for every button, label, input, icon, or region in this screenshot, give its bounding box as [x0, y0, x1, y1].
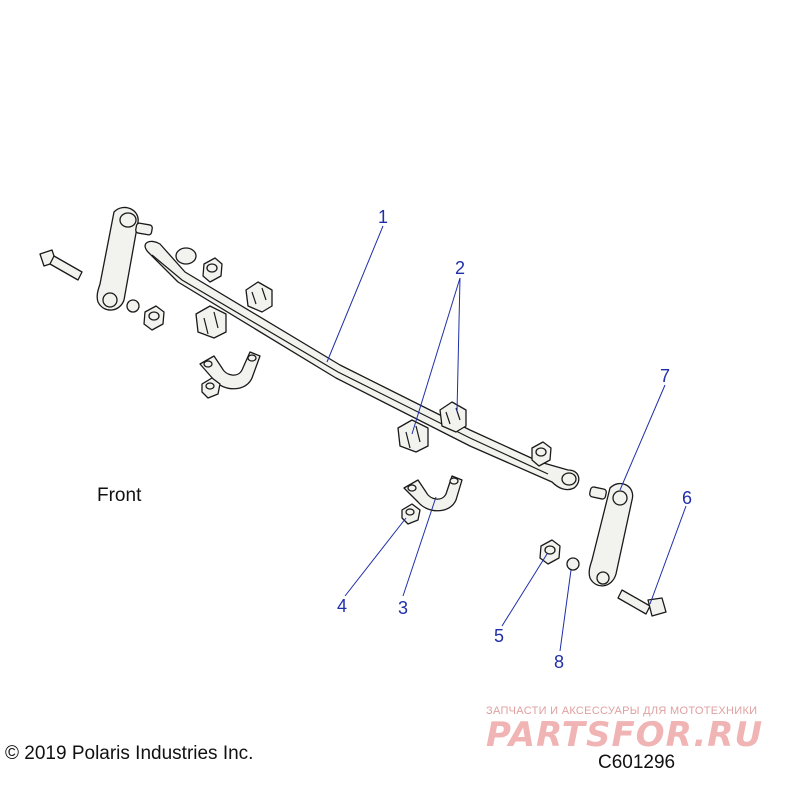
sway-bar: [144, 240, 580, 491]
right-washer: [566, 557, 580, 571]
leader-2a: [411, 277, 461, 435]
copyright-notice: © 2019 Polaris Industries Inc.: [5, 743, 254, 764]
left-bracket-nut: [201, 377, 221, 399]
callout-3: 3: [398, 598, 408, 618]
callout-numbers: 1 2 3 4 5 6 7 8: [337, 207, 692, 672]
left-bolt: [39, 249, 83, 281]
left-nut: [143, 305, 165, 331]
callout-2: 2: [455, 258, 465, 278]
watermark-caption: ЗАПЧАСТИ И АКСЕССУАРЫ ДЛЯ МОТОТЕХНИКИ: [486, 705, 758, 717]
leader-6: [649, 505, 687, 605]
right-link-arm: [588, 483, 634, 587]
leader-5: [501, 553, 548, 627]
right-bolt: [617, 589, 667, 617]
callout-7: 7: [660, 366, 670, 386]
watermark-logo: PARTSFOR.RU: [486, 715, 764, 755]
leader-1: [326, 225, 384, 363]
front-label: Front: [97, 485, 142, 506]
right-bracket-nut: [401, 503, 421, 525]
left-link-arm: [96, 206, 153, 311]
leader-4: [344, 517, 407, 597]
leader-7: [619, 384, 666, 491]
leader-3: [402, 496, 437, 597]
callout-8: 8: [554, 652, 564, 672]
left-washer: [126, 299, 140, 313]
left-bushing-upper: [245, 281, 273, 313]
right-bushing-upper: [439, 401, 467, 433]
callout-1: 1: [378, 207, 388, 227]
watermark: ЗАПЧАСТИ И АКСЕССУАРЫ ДЛЯ МОТОТЕХНИКИ PA…: [486, 705, 786, 755]
leader-lines: [326, 225, 687, 652]
callout-4: 4: [337, 596, 347, 616]
callout-6: 6: [682, 488, 692, 508]
callout-5: 5: [494, 626, 504, 646]
right-upper-nut: [531, 441, 552, 467]
right-bracket: [403, 475, 463, 512]
right-bushing-lower: [397, 419, 429, 453]
leader-8: [559, 569, 572, 652]
drawing-code: C601296: [598, 752, 676, 773]
leader-2b: [456, 277, 461, 413]
left-bushing-lower: [195, 305, 227, 339]
left-upper-nut: [202, 257, 223, 283]
